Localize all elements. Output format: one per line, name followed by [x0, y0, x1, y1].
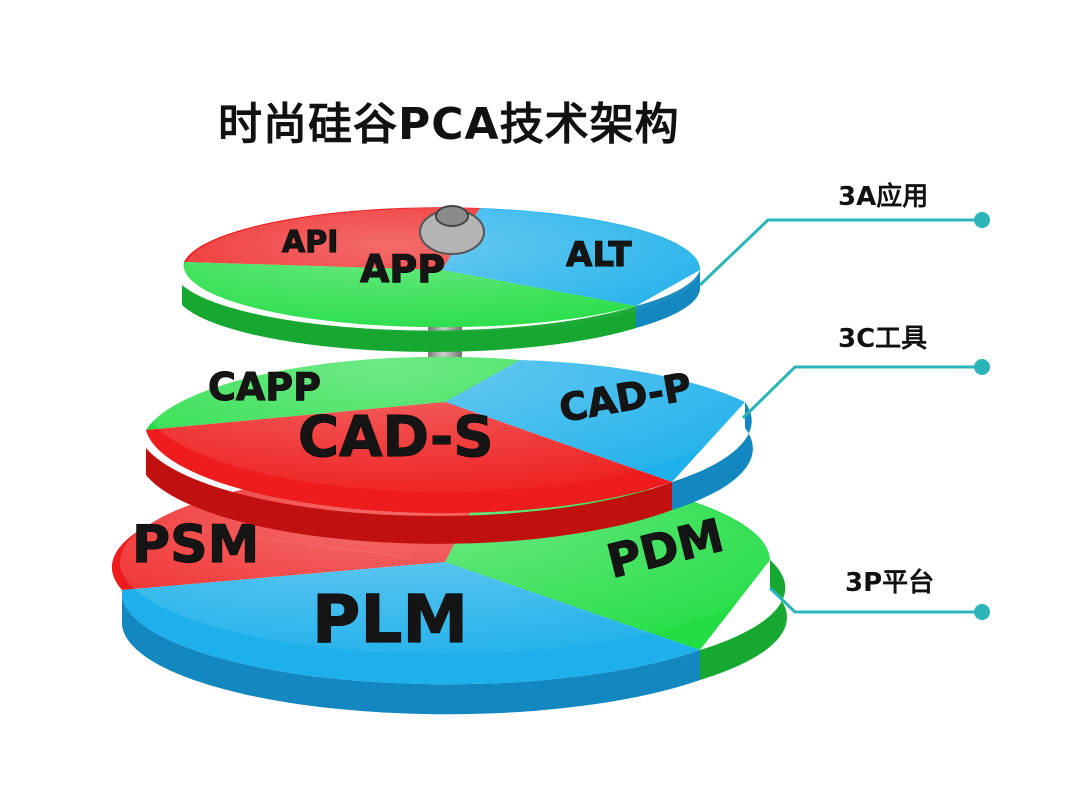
diagram-title: 时尚硅谷PCA技术架构 [218, 99, 680, 150]
connector-dot-top [974, 212, 990, 228]
segment-label-plm: PLM [312, 581, 468, 658]
connector-top [698, 218, 982, 287]
connector-dot-middle [974, 359, 990, 375]
segment-label-capp: CAPP [208, 365, 321, 409]
layer-label-bottom: 3P平台 [845, 568, 935, 598]
disc-top: API APP ALT [182, 207, 701, 352]
connector-dot-bottom [974, 604, 990, 620]
connector-bottom [768, 586, 982, 614]
disc-bottom-rim-green [700, 560, 787, 680]
segment-label-app: APP [360, 247, 445, 291]
disc-top-rim-green [182, 285, 636, 352]
top-knob-cap [435, 205, 469, 227]
segment-label-cad-s: CAD-S [298, 405, 494, 470]
connectors [698, 212, 990, 620]
disc-top-shine [184, 208, 700, 332]
disc-middle-rim-blue [672, 402, 753, 510]
layer-label-middle: 3C工具 [838, 324, 928, 354]
segment-label-alt: ALT [566, 235, 632, 275]
disc-middle: CAPP CAD-S CAD-P [145, 312, 753, 544]
segment-label-api: API [282, 225, 338, 260]
disc-bottom-rim-blue [121, 590, 700, 715]
segment-label-pdm: PDM [602, 508, 729, 589]
segment-label-psm: PSM [132, 515, 259, 575]
connector-middle [741, 365, 982, 420]
layer-label-top: 3A应用 [838, 182, 929, 212]
disc-middle-shine [145, 312, 745, 492]
disc-middle-rim-red [146, 448, 672, 544]
